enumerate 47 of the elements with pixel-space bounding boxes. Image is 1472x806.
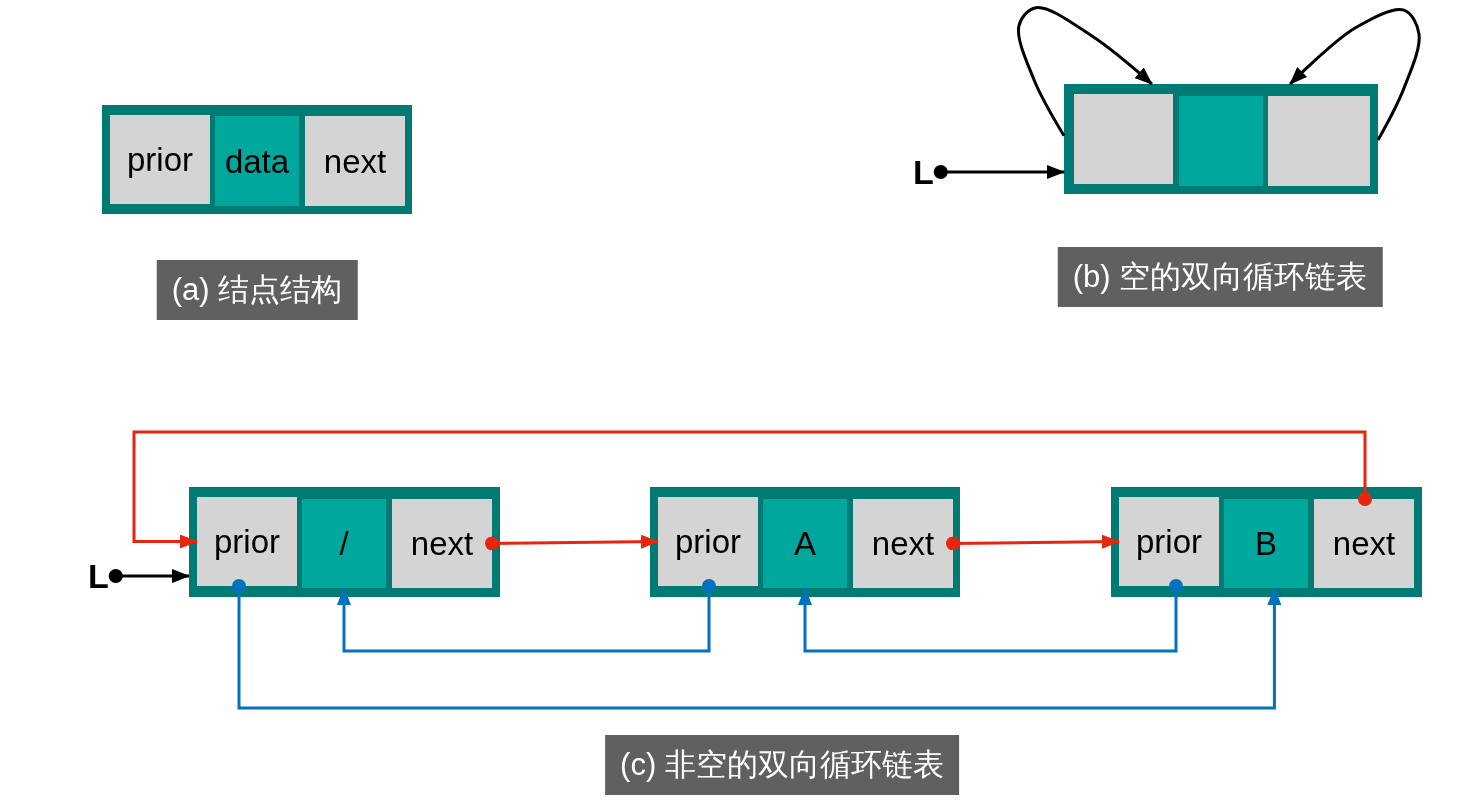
figure-caption: (a) 结点结构	[156, 260, 358, 320]
pointer-field	[853, 499, 953, 588]
data-field	[1179, 96, 1263, 186]
data-field	[763, 499, 847, 588]
pointer-field	[1268, 96, 1370, 186]
pointer-arrow	[1289, 7, 1421, 141]
field-name: next	[410, 527, 474, 560]
pointer-arrow	[933, 165, 1065, 179]
list-node-frame	[650, 487, 960, 597]
list-node-frame	[1111, 487, 1422, 597]
field-name: prior	[1136, 525, 1202, 558]
head-pointer-label: L	[88, 559, 109, 593]
figure-caption: (c) 非空的双向循环链表	[605, 735, 959, 795]
pointer-field	[197, 497, 297, 586]
list-node-frame	[1064, 84, 1378, 194]
pointer-arrow	[108, 569, 190, 584]
list-node-frame	[102, 105, 412, 214]
pointer-arrow	[337, 579, 716, 653]
pointer-field	[658, 497, 758, 586]
data-value: data	[224, 144, 290, 178]
list-node-frame	[189, 487, 500, 597]
field-name: prior	[127, 143, 193, 176]
pointer-field	[1074, 94, 1173, 184]
data-value: B	[1255, 527, 1277, 560]
pointer-field	[1314, 499, 1414, 588]
data-field	[215, 116, 299, 206]
field-name: prior	[675, 525, 741, 558]
pointer-arrow	[485, 534, 659, 551]
pointer-arrow	[1017, 6, 1153, 137]
head-pointer-label: L	[913, 155, 934, 189]
figure-caption: (b) 空的双向循环链表	[1057, 247, 1383, 307]
pointer-field	[1119, 497, 1219, 586]
pointer-field	[305, 116, 405, 206]
pointer-arrow	[798, 579, 1183, 653]
field-name: next	[1332, 527, 1396, 560]
field-name: next	[323, 144, 387, 178]
data-value: /	[339, 527, 349, 560]
field-name: next	[871, 527, 935, 560]
pointer-arrow	[232, 579, 1282, 710]
data-field	[1224, 499, 1308, 588]
pointer-field	[392, 499, 492, 588]
pointer-arrow	[946, 534, 1120, 551]
pointer-field	[110, 115, 210, 204]
field-name: prior	[214, 525, 280, 558]
data-value: A	[794, 527, 816, 560]
pointer-arrow	[132, 430, 1372, 549]
data-field	[302, 499, 386, 588]
